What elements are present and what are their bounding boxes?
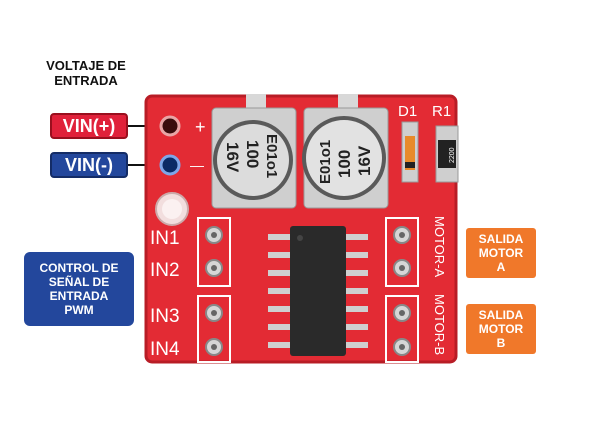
- salida-b-line2: MOTOR: [478, 322, 524, 336]
- salida-b-line3: B: [496, 336, 506, 350]
- salida-a-line2: MOTOR: [478, 246, 524, 260]
- svg-text:100: 100: [335, 150, 354, 178]
- in2-label: IN2: [150, 260, 180, 281]
- in-header-bottom: [197, 295, 231, 363]
- voltaje-line1: VOLTAJE DE: [46, 58, 126, 73]
- motor-b-label: MOTOR-B: [432, 294, 447, 355]
- in-header-top: [197, 217, 231, 287]
- diode-body: [405, 136, 415, 170]
- svg-text:E01o1: E01o1: [263, 134, 280, 178]
- control-line4: PWM: [64, 303, 94, 317]
- vin-neg-pin: [159, 154, 181, 176]
- control-pwm-box: CONTROL DE SEÑAL DE ENTRADA PWM: [24, 252, 134, 326]
- voltaje-line2: ENTRADA: [54, 73, 118, 88]
- vin-pos-pin: [159, 115, 181, 137]
- vin-negative-label: VIN(-): [50, 152, 128, 178]
- resistor-body: [438, 140, 456, 168]
- salida-motor-b-box: SALIDA MOTOR B: [466, 304, 536, 354]
- control-line3: ENTRADA: [49, 289, 109, 303]
- ic-chip: [268, 226, 368, 356]
- svg-text:16V: 16V: [355, 145, 374, 176]
- control-line1: CONTROL DE: [39, 261, 119, 275]
- motor-a-label: MOTOR-A: [432, 216, 447, 277]
- diode-band: [405, 162, 415, 168]
- in1-label: IN1: [150, 228, 180, 249]
- mounting-hole-inner: [162, 199, 182, 219]
- motor-a-header: [385, 217, 419, 287]
- in4-label: IN4: [150, 339, 180, 360]
- plus-mark: +: [195, 117, 206, 137]
- svg-text:16V: 16V: [223, 142, 242, 173]
- minus-mark: —: [190, 157, 204, 173]
- d1-label: D1: [398, 103, 417, 120]
- cap-right-lead: [338, 94, 358, 108]
- cap-left-text: E01o1 100 16V: [223, 134, 280, 178]
- salida-a-line1: SALIDA: [478, 232, 524, 246]
- control-line2: SEÑAL DE: [48, 275, 110, 289]
- vin-positive-label: VIN(+): [50, 113, 128, 139]
- svg-text:100: 100: [243, 140, 262, 168]
- pcb-edge: [144, 94, 458, 364]
- in3-label: IN3: [150, 306, 180, 327]
- cap-left-lead: [246, 94, 266, 108]
- salida-motor-a-box: SALIDA MOTOR A: [466, 228, 536, 278]
- svg-text:E01o1: E01o1: [317, 140, 334, 184]
- resistor-code: 2200: [449, 147, 456, 163]
- salida-b-line1: SALIDA: [478, 308, 524, 322]
- cap-right-text: E01o1 100 16V: [317, 140, 374, 184]
- salida-a-line3: A: [496, 260, 506, 274]
- motor-b-header: [385, 295, 419, 363]
- voltaje-entrada-title: VOLTAJE DE ENTRADA: [30, 58, 142, 88]
- r1-label: R1: [432, 103, 451, 120]
